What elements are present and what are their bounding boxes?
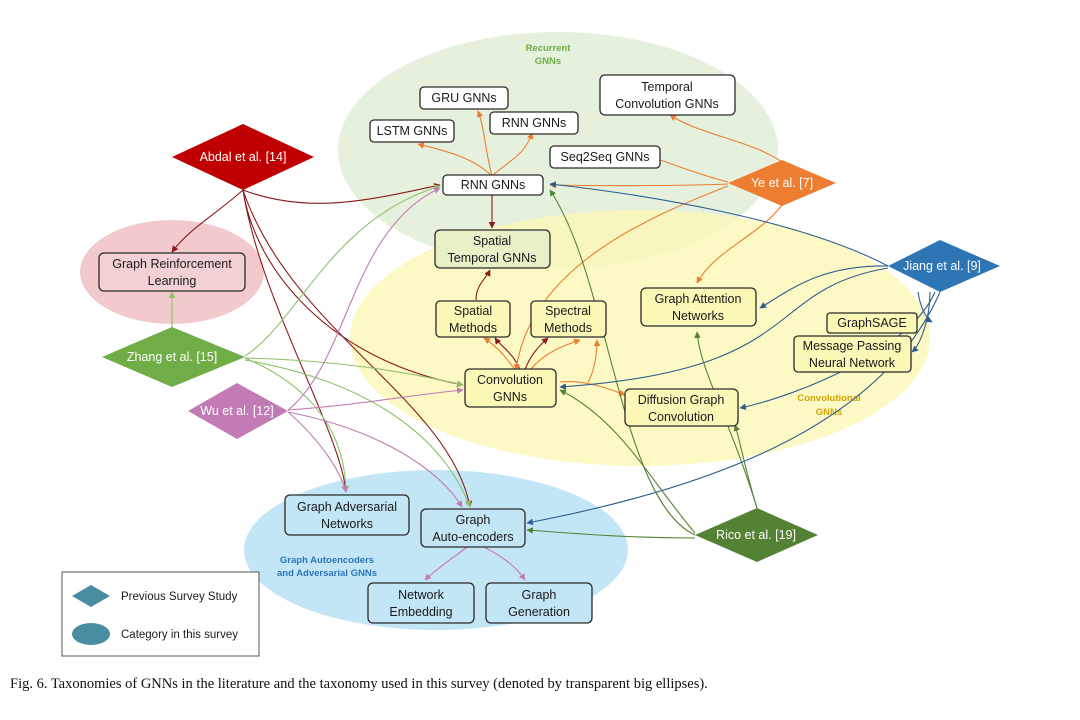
mpnn-label-2: Neural Network: [809, 356, 896, 370]
graph-rl-box[interactable]: [98, 252, 246, 292]
rico-label: Rico et al. [19]: [716, 528, 796, 542]
network-embedding-label-2: Embedding: [389, 605, 452, 619]
graph-adversarial-label-1: Graph Adversarial: [297, 500, 397, 514]
jiang-diamond[interactable]: [888, 240, 1000, 292]
autoencoders-label-1: Graph Autoencoders: [280, 555, 374, 566]
spectral-methods-label-1: Spectral: [545, 304, 591, 318]
graph-rl-label-1: Graph Reinforcement: [112, 257, 232, 271]
abdal-diamond[interactable]: [172, 124, 314, 190]
legend-survey-label: Previous Survey Study: [121, 591, 238, 603]
autoencoders-label-2: and Adversarial GNNs: [277, 568, 377, 579]
graph-generation-label-1: Graph: [522, 588, 557, 602]
abdal-label: Abdal et al. [14]: [200, 150, 287, 164]
graph-adversarial-box[interactable]: [284, 494, 410, 536]
gru-gnns-label: GRU GNNs: [431, 91, 496, 105]
spatial-methods-box[interactable]: [435, 300, 511, 338]
zhang-diamond[interactable]: [102, 327, 245, 387]
rico-diamond[interactable]: [695, 508, 818, 562]
zhang-label: Zhang et al. [15]: [127, 350, 217, 364]
conv-gnns-box[interactable]: [464, 368, 557, 408]
gru-gnns-box[interactable]: [419, 86, 509, 110]
rnn-gnns-main-label: RNN GNNs: [461, 178, 526, 192]
graph-autoencoders-box[interactable]: [420, 508, 526, 548]
conv-gnns-label-2: GNNs: [493, 390, 527, 404]
recurrent-label-1: Recurrent: [526, 43, 572, 54]
zhang-connectors: [168, 184, 471, 508]
graphsage-box[interactable]: [826, 312, 918, 334]
legend: Previous Survey Study Category in this s…: [61, 571, 260, 657]
conv-gnns-label-1: Convolution: [477, 373, 543, 387]
legend-ellipse-icon: [72, 623, 110, 645]
graph-generation-box[interactable]: [485, 582, 593, 624]
spatial-methods-label-1: Spatial: [454, 304, 492, 318]
seq2seq-label: Seq2Seq GNNs: [561, 150, 650, 164]
graph-adversarial-label-2: Networks: [321, 517, 373, 531]
ye-diamond[interactable]: [728, 160, 836, 206]
seq2seq-gnns-box[interactable]: [549, 145, 661, 169]
legend-diamond-icon: [72, 585, 110, 607]
spatial-methods-label-2: Methods: [449, 321, 497, 335]
graph-autoencoders-label-2: Auto-encoders: [432, 530, 513, 544]
spatial-temporal-gnns-box[interactable]: [434, 229, 551, 269]
figure-caption: Fig. 6. Taxonomies of GNNs in the litera…: [10, 676, 708, 692]
rnn-gnns-main-box[interactable]: [442, 174, 544, 196]
graph-attention-label-2: Networks: [672, 309, 724, 323]
spatial-temporal-label-2: Temporal GNNs: [448, 251, 537, 265]
rnn-gnns-small-label: RNN GNNs: [502, 116, 567, 130]
graphsage-label: GraphSAGE: [837, 316, 906, 330]
temporal-conv-gnns-box[interactable]: [599, 74, 736, 116]
graph-attention-box[interactable]: [640, 287, 757, 327]
mpnn-label-1: Message Passing: [803, 339, 902, 353]
lstm-gnns-box[interactable]: [369, 119, 455, 143]
spectral-methods-box[interactable]: [530, 300, 607, 338]
graph-autoencoders-label-1: Graph: [456, 513, 491, 527]
abdal-connectors: [171, 183, 473, 508]
convolutional-label-2: GNNs: [816, 407, 842, 418]
recurrent-label-2: GNNs: [535, 56, 561, 67]
mpnn-box[interactable]: [793, 335, 912, 373]
wu-diamond[interactable]: [188, 383, 288, 439]
diffusion-label-1: Diffusion Graph: [638, 393, 725, 407]
diffusion-box[interactable]: [624, 388, 739, 427]
spectral-methods-label-2: Methods: [544, 321, 592, 335]
legend-category-label: Category in this survey: [121, 629, 238, 641]
taxonomy-diagram: Recurrent GNNs Convolutional GNNs Graph …: [61, 32, 1000, 657]
graph-generation-label-2: Generation: [508, 605, 570, 619]
wu-label: Wu et al. [12]: [200, 404, 273, 418]
lstm-gnns-label: LSTM GNNs: [377, 124, 448, 138]
jiang-label: Jiang et al. [9]: [903, 259, 981, 273]
graph-attention-label-1: Graph Attention: [655, 292, 742, 306]
network-embedding-box[interactable]: [367, 582, 475, 624]
network-embedding-label-1: Network: [398, 588, 445, 602]
diffusion-label-2: Convolution: [648, 410, 714, 424]
ye-label: Ye et al. [7]: [751, 176, 813, 190]
internal-red-connectors: [475, 194, 549, 371]
convolutional-label-1: Convolutional: [797, 393, 860, 404]
rnn-gnns-small-box[interactable]: [489, 111, 579, 135]
graph-rl-label-2: Learning: [148, 274, 197, 288]
spatial-temporal-label-1: Spatial: [473, 234, 511, 248]
temporal-conv-label-2: Convolution GNNs: [615, 97, 719, 111]
temporal-conv-label-1: Temporal: [641, 80, 692, 94]
